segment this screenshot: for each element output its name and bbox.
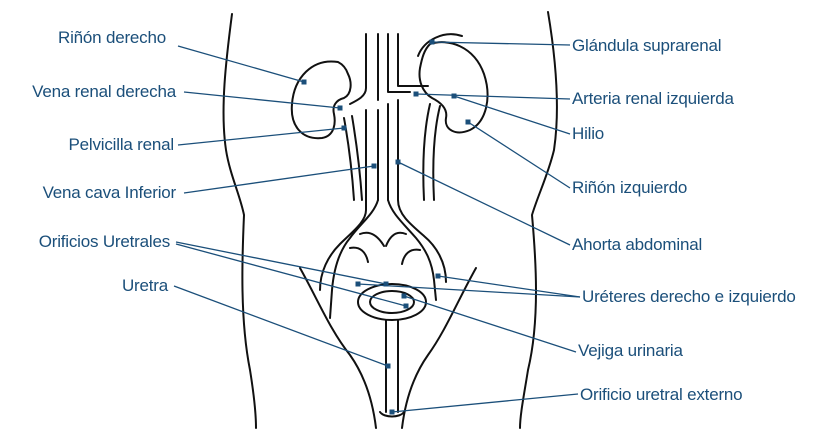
leader-orificio-uretral-externo: [392, 394, 578, 412]
ureters: [344, 104, 440, 200]
label-orificios-uretrales: Orificios Uretrales: [0, 232, 170, 252]
leader-vena-renal-derecha-marker: [338, 106, 343, 111]
label-ureteres: Uréteres derecho e izquierdo: [582, 287, 796, 307]
leader-rinon-izquierdo: [468, 122, 570, 188]
leader-vejiga-urinaria: [404, 296, 576, 352]
leader-vena-cava-inferior: [184, 166, 374, 193]
leader-orificio-uretral-externo-marker: [390, 410, 395, 415]
leader-ahorta-abdominal: [398, 162, 570, 245]
label-orificio-uretral-externo: Orificio uretral externo: [580, 385, 742, 405]
urethra: [380, 320, 404, 417]
leader-uretra-marker: [386, 364, 391, 369]
label-vejiga-urinaria: Vejiga urinaria: [578, 341, 683, 361]
leader-ureteres-1-marker: [356, 282, 361, 287]
leader-glandula-suprarenal-marker: [430, 40, 435, 45]
leader-vejiga-urinaria-marker: [402, 294, 407, 299]
leader-ureteres-2: [438, 276, 580, 297]
leader-orificios-uretrales-2-marker: [404, 304, 409, 309]
leader-pelvicilla-renal-marker: [342, 126, 347, 131]
label-uretra: Uretra: [0, 276, 168, 296]
label-rinon-izquierdo: Riñón izquierdo: [572, 178, 687, 198]
label-arteria-renal-izquierda: Arteria renal izquierda: [572, 89, 734, 109]
leader-vena-renal-derecha: [184, 92, 340, 108]
leader-arteria-renal-izquierda-marker: [414, 92, 419, 97]
label-hilio: Hilio: [572, 124, 604, 144]
leader-uretra: [174, 286, 388, 366]
leader-pelvicilla-renal: [178, 128, 344, 145]
leader-arteria-renal-izquierda: [416, 94, 570, 99]
leader-vena-cava-inferior-marker: [372, 164, 377, 169]
leader-rinon-izquierdo-marker: [466, 120, 471, 125]
label-rinon-derecho: Riñón derecho: [0, 28, 166, 48]
leader-ureteres-2-marker: [436, 274, 441, 279]
label-ahorta-abdominal: Ahorta abdominal: [572, 235, 702, 255]
leader-rinon-derecho: [178, 46, 304, 82]
label-vena-cava-inferior: Vena cava Inferior: [0, 183, 176, 203]
left-kidney: [420, 42, 488, 132]
leader-orificios-uretrales-2: [176, 244, 406, 306]
leader-ahorta-abdominal-marker: [396, 160, 401, 165]
label-glandula-suprarenal: Glándula suprarenal: [572, 36, 721, 56]
label-pelvicilla-renal: Pelvicilla renal: [0, 135, 174, 155]
label-vena-renal-derecha: Vena renal derecha: [0, 82, 176, 102]
leader-hilio-marker: [452, 94, 457, 99]
leader-rinon-derecho-marker: [302, 80, 307, 85]
